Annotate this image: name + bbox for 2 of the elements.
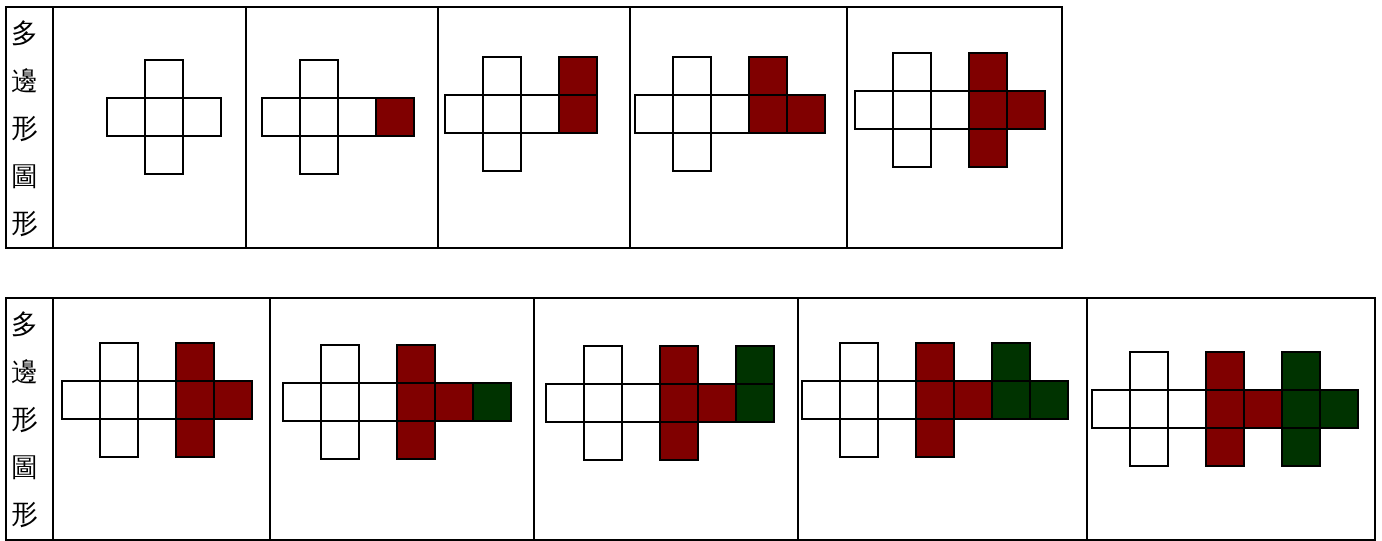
row-header: 多邊形圖形 bbox=[10, 16, 38, 240]
row-header: 多邊形圖形 bbox=[10, 307, 38, 531]
